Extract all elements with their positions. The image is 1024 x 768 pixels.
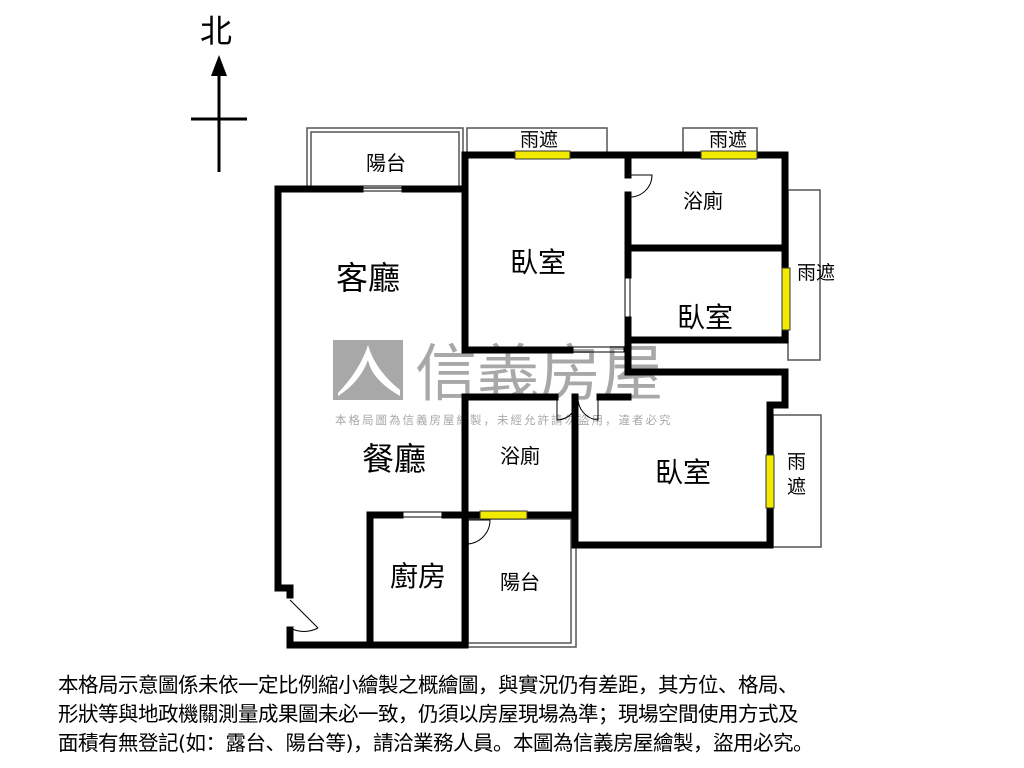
bathroom-1-label: 浴廁 [683, 189, 723, 213]
disclaimer-line-1: 本格局示意圖係未依一定比例縮小繪製之概繪圖，與實況仍有差距，其方位、格局、 [58, 673, 799, 697]
bedroom-3-label: 臥室 [655, 456, 711, 489]
doors [289, 174, 653, 632]
canopy-1-label: 雨遮 [520, 129, 558, 151]
north-arrow-icon [191, 55, 247, 172]
bathroom-2-label: 浴廁 [500, 444, 540, 468]
compass-label: 北 [200, 12, 232, 50]
bedroom-main-label: 臥室 [510, 246, 566, 279]
balcony-2-label: 陽台 [500, 570, 540, 594]
canopy-4-label-line2: 遮 [787, 476, 806, 498]
disclaimer: 本格局示意圖係未依一定比例縮小繪製之概繪圖，與實況仍有差距，其方位、格局、 形狀… [58, 671, 978, 758]
windows [479, 150, 791, 520]
canopy-3-label: 雨遮 [797, 262, 835, 284]
kitchen-label: 廚房 [390, 560, 446, 593]
dining-room-label: 餐廳 [362, 440, 426, 478]
watermark-notice: 本格局圖為信義房屋繪製，未經允許請勿盜用，違者必究 [335, 413, 673, 427]
bedroom-2-label: 臥室 [677, 301, 733, 334]
disclaimer-line-2: 形狀等與地政機關測量成果圖未必一致，仍須以房屋現場為準；現場空間使用方式及 [58, 702, 799, 726]
living-room-label: 客廳 [336, 259, 400, 297]
canopy-2-label: 雨遮 [709, 129, 747, 151]
balcony-1-label: 陽台 [366, 151, 406, 175]
balcony-outlines [306, 127, 822, 648]
disclaimer-line-3: 面積有無登記(如：露台、陽台等)，請洽業務人員。本圖為信義房屋繪製，盜用必究。 [58, 731, 814, 755]
canopy-4-label-line1: 雨 [787, 451, 806, 473]
